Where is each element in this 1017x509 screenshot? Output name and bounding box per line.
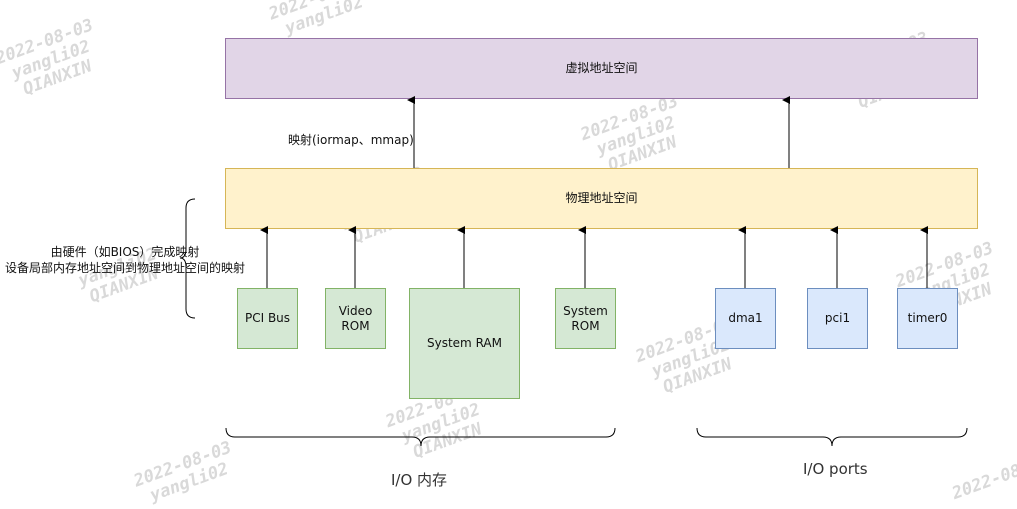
physical-address-space-label: 物理地址空间 (565, 191, 638, 205)
io-memory-brace (225, 427, 616, 447)
pci-bus-label: PCI Bus (244, 311, 291, 325)
virtual-address-space-box: 虚拟地址空间 (225, 38, 978, 99)
system-rom-box: System ROM (555, 288, 616, 349)
io-ports-brace (696, 427, 968, 447)
pci-bus-box: PCI Bus (237, 288, 298, 349)
dma1-label: dma1 (728, 311, 763, 325)
system-rom-label: System ROM (563, 303, 608, 333)
mapping-label: 映射(iormap、mmap) (288, 133, 414, 147)
video-rom-box: Video ROM (325, 288, 386, 349)
virtual-address-space-label: 虚拟地址空间 (565, 61, 638, 75)
io-memory-title: I/O 内存 (391, 471, 448, 489)
pci1-box: pci1 (807, 288, 868, 349)
physical-address-space-box: 物理地址空间 (225, 168, 978, 229)
system-ram-label: System RAM (427, 336, 502, 350)
timer0-label: timer0 (907, 311, 948, 325)
io-ports-title: I/O ports (803, 460, 868, 478)
video-rom-label: Video ROM (338, 303, 373, 333)
hardware-note-line2: 设备局部内存地址空间到物理地址空间的映射 (4, 261, 245, 275)
watermark: 2022-08-03 (949, 450, 1017, 504)
dma1-box: dma1 (715, 288, 776, 349)
timer0-box: timer0 (897, 288, 958, 349)
pci1-label: pci1 (824, 311, 851, 325)
system-ram-box: System RAM (409, 288, 520, 399)
hardware-note-line1: 由硬件（如BIOS）完成映射 (50, 245, 200, 259)
